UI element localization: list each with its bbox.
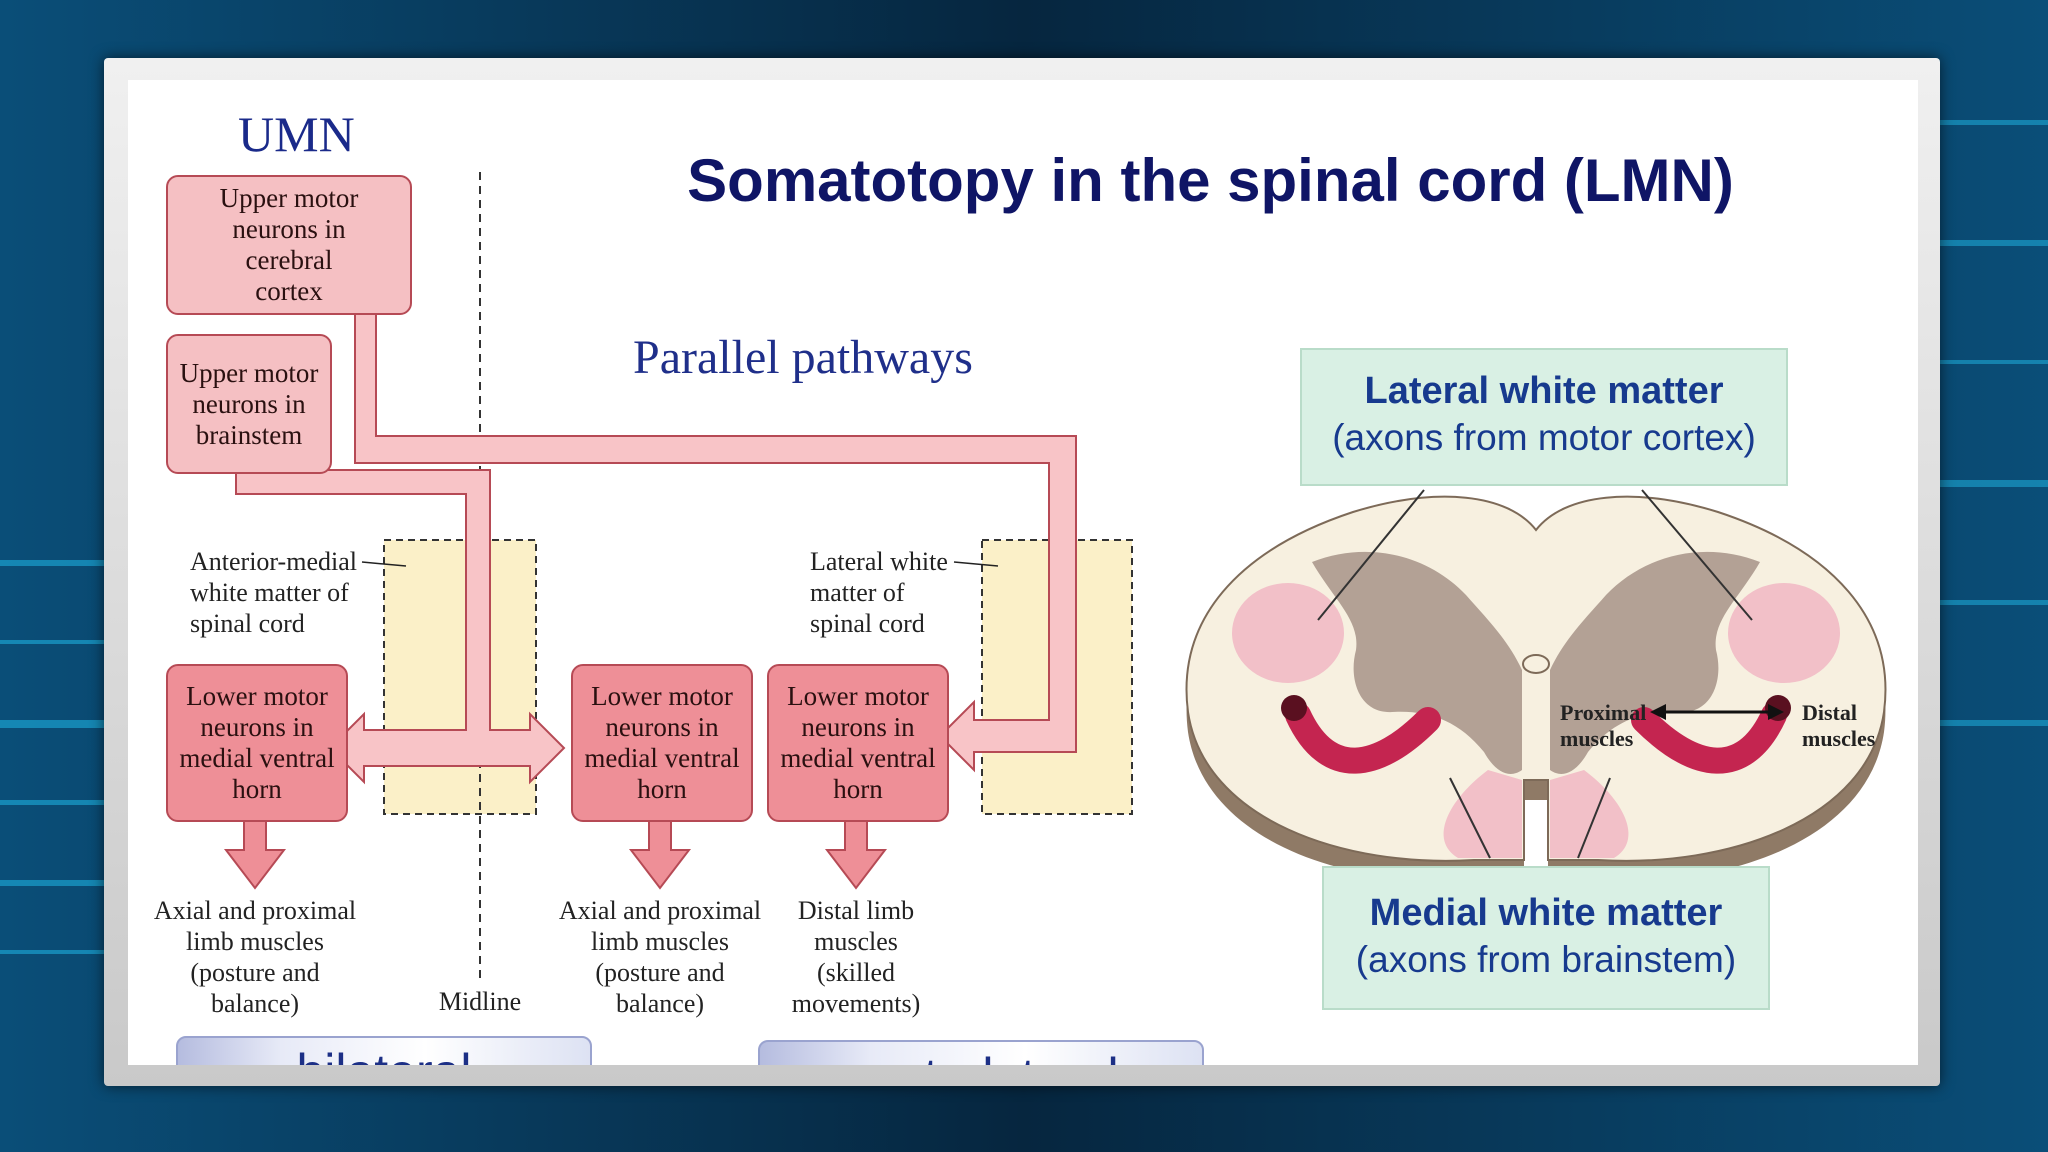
lateral-tract-right	[1728, 583, 1840, 683]
pointer-lateral-left	[1317, 489, 1425, 621]
brainstem-pathway-arrow	[235, 469, 566, 785]
medial-caption-bold: Medial white matter	[1369, 892, 1723, 934]
distal-muscles-label: Distal muscles	[1802, 700, 1876, 751]
arm-left	[1285, 702, 1441, 774]
lateral-caption-normal: (axons from motor cortex)	[1332, 417, 1756, 458]
leader-lateral	[953, 561, 999, 567]
lateral-white-matter-caption: Lateral white matter (axons from motor c…	[1300, 348, 1788, 486]
right-glow-stripes	[1940, 120, 2048, 726]
slide-title: Somatotopy in the spinal cord (LMN)	[687, 147, 1734, 214]
lmn-box-2-text: Lower motor neurons in medial ventral ho…	[584, 681, 740, 804]
hand-left	[1281, 695, 1307, 721]
arm-right	[1631, 702, 1787, 774]
target-label-3: Distal limb muscles (skilled movements)	[791, 896, 921, 1018]
proximal-muscles-label: Proximal muscles	[1560, 700, 1647, 751]
lateral-tract-left	[1232, 583, 1344, 683]
left-glow-stripes	[0, 560, 104, 954]
leader-anterior	[361, 561, 407, 567]
target-label-2: Axial and proximal limb muscles (posture…	[558, 896, 762, 1018]
umn-cortex-text: Upper motor neurons in cerebral cortex	[219, 183, 359, 306]
medial-white-matter-caption: Medial white matter (axons from brainste…	[1322, 866, 1770, 1010]
target-label-1: Axial and proximal limb muscles (posture…	[153, 896, 357, 1018]
gray-matter-right	[1550, 551, 1760, 774]
umn-label: UMN	[238, 106, 355, 162]
pointer-medial-left	[1449, 777, 1491, 859]
umn-brainstem-text: Upper motor neurons in brainstem	[179, 357, 319, 450]
contralateral-tag: contralateral	[758, 1040, 1204, 1065]
bilateral-tag: bilateral	[176, 1036, 592, 1065]
arrowhead-right	[1768, 704, 1784, 720]
pointer-medial-right	[1577, 777, 1611, 859]
slide: UMN Somatotopy in the spinal cord (LMN) …	[128, 80, 1918, 1065]
anterior-medial-label: Anterior-medial white matter of spinal c…	[190, 547, 357, 638]
medial-tract-left	[1443, 770, 1522, 858]
midline-label: Midline	[438, 987, 522, 1016]
lmn-box-3: Lower motor neurons in medial ventral ho…	[767, 664, 949, 822]
lmn-box-2: Lower motor neurons in medial ventral ho…	[571, 664, 753, 822]
arrowhead-left	[1650, 704, 1666, 720]
parallel-pathways-label: Parallel pathways	[633, 331, 973, 384]
pointer-lateral-right	[1641, 489, 1753, 621]
down-arrow-2	[628, 819, 692, 890]
central-canal	[1522, 654, 1550, 674]
spinal-cord-section	[1185, 489, 1887, 881]
umn-cortex-box: Upper motor neurons in cerebral cortex	[166, 175, 412, 315]
down-arrow-3	[824, 819, 888, 890]
down-arrow-1	[223, 819, 287, 890]
lmn-box-3-text: Lower motor neurons in medial ventral ho…	[780, 681, 936, 804]
lateral-caption-bold: Lateral white matter	[1364, 370, 1724, 412]
medial-tract-right	[1550, 770, 1629, 858]
medial-caption-normal: (axons from brainstem)	[1355, 939, 1737, 980]
anterior-medial-tract-area	[383, 539, 537, 815]
lmn-box-1-text: Lower motor neurons in medial ventral ho…	[179, 681, 335, 804]
lmn-box-1: Lower motor neurons in medial ventral ho…	[166, 664, 348, 822]
cortical-pathway-arrow	[354, 311, 1077, 773]
umn-brainstem-box: Upper motor neurons in brainstem	[166, 334, 332, 474]
gray-matter-left	[1312, 551, 1522, 774]
lateral-label: Lateral white matter of spinal cord	[810, 547, 948, 638]
